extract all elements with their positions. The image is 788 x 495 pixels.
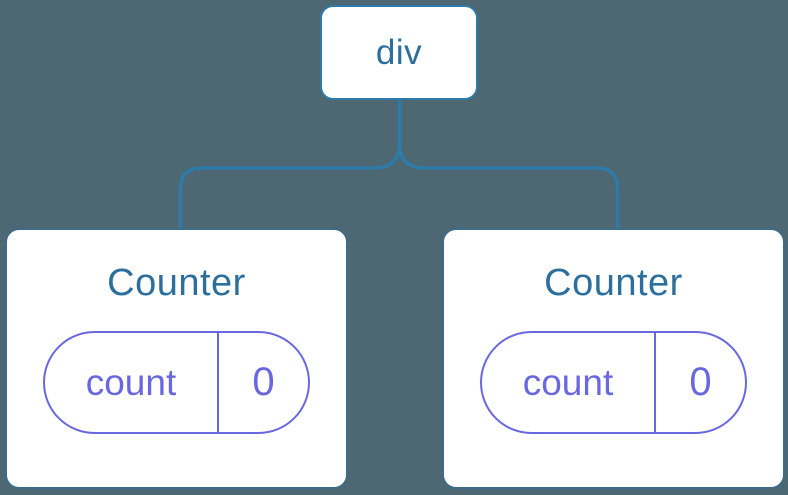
- state-pill: count 0: [480, 331, 747, 434]
- counter-card-right: Counter count 0: [442, 228, 785, 489]
- connector-left-branch: [178, 99, 402, 229]
- component-title: Counter: [544, 262, 683, 304]
- root-node-div: div: [320, 5, 478, 100]
- root-node-label: div: [375, 32, 423, 72]
- state-value: 0: [252, 360, 275, 404]
- connector-right-branch: [397, 99, 620, 229]
- counter-card-left: Counter count 0: [5, 228, 348, 489]
- state-key: count: [482, 333, 656, 432]
- component-title: Counter: [107, 262, 246, 304]
- state-value: 0: [689, 360, 712, 404]
- state-pill: count 0: [43, 331, 310, 434]
- state-key: count: [45, 333, 219, 432]
